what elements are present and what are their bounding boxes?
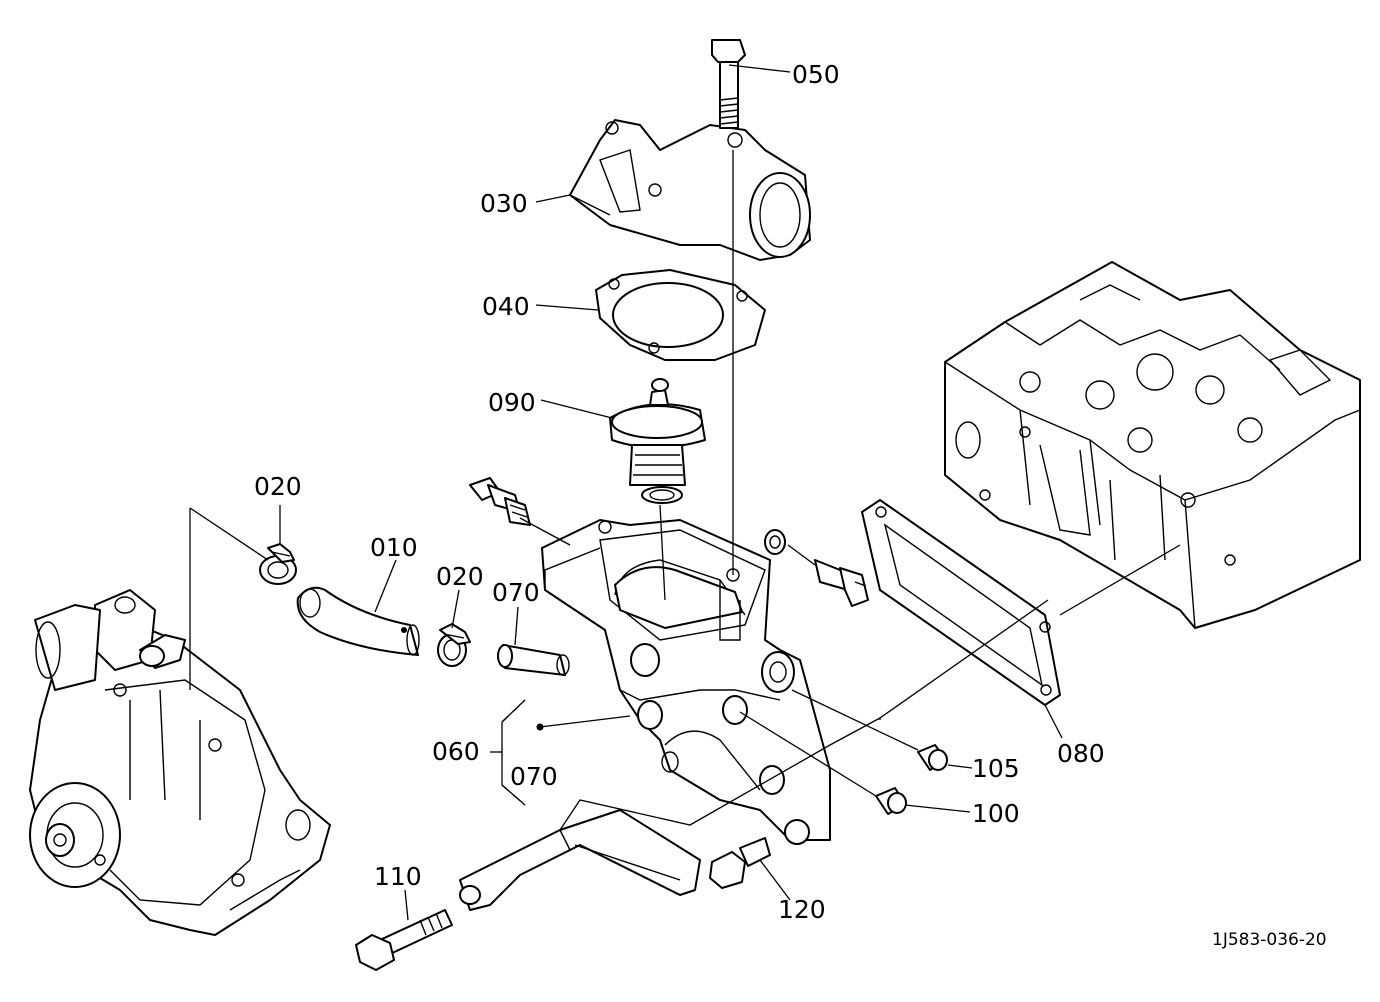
thermostat-housing (541, 519, 831, 845)
callout-010: 010 (370, 533, 418, 562)
callout-110: 110 (374, 862, 422, 891)
leader-lines (189, 64, 1181, 921)
callout-070-lower: 070 (510, 762, 558, 791)
callout-120: 120 (778, 895, 826, 924)
gasket-080 (861, 499, 1061, 706)
hose-clip-020-upper (259, 543, 297, 585)
bolt-050 (711, 39, 746, 129)
callout-060: 060 (432, 737, 480, 766)
cylinder-head (944, 261, 1361, 629)
callout-020-upper: 020 (254, 472, 302, 501)
water-pump (29, 589, 331, 936)
gasket-040 (595, 269, 766, 361)
pipe-070 (497, 644, 570, 676)
callout-090: 090 (488, 388, 536, 417)
thermostat-090 (609, 378, 706, 504)
callout-080: 080 (1057, 739, 1105, 768)
callout-020-lower: 020 (436, 562, 484, 591)
sensor-right (764, 529, 869, 607)
diagram-reference-code: 1J583-036-20 (1212, 930, 1327, 950)
callout-050: 050 (792, 60, 840, 89)
hose-clip-020-lower (437, 623, 471, 667)
bolt-120 (709, 837, 771, 889)
callout-030: 030 (480, 189, 528, 218)
callout-100: 100 (972, 799, 1020, 828)
plug-100 (875, 787, 907, 815)
sensor-left (469, 477, 531, 526)
bracket (459, 809, 701, 911)
callout-070-upper: 070 (492, 578, 540, 607)
bolt-110 (355, 909, 453, 971)
callout-040: 040 (482, 292, 530, 321)
callout-105: 105 (972, 754, 1020, 783)
callout-labels: 050 030 040 090 020 010 020 070 060 070 … (254, 60, 1327, 950)
water-flange-030 (569, 119, 811, 261)
pipe-010 (296, 586, 420, 656)
plug-105 (917, 744, 948, 771)
